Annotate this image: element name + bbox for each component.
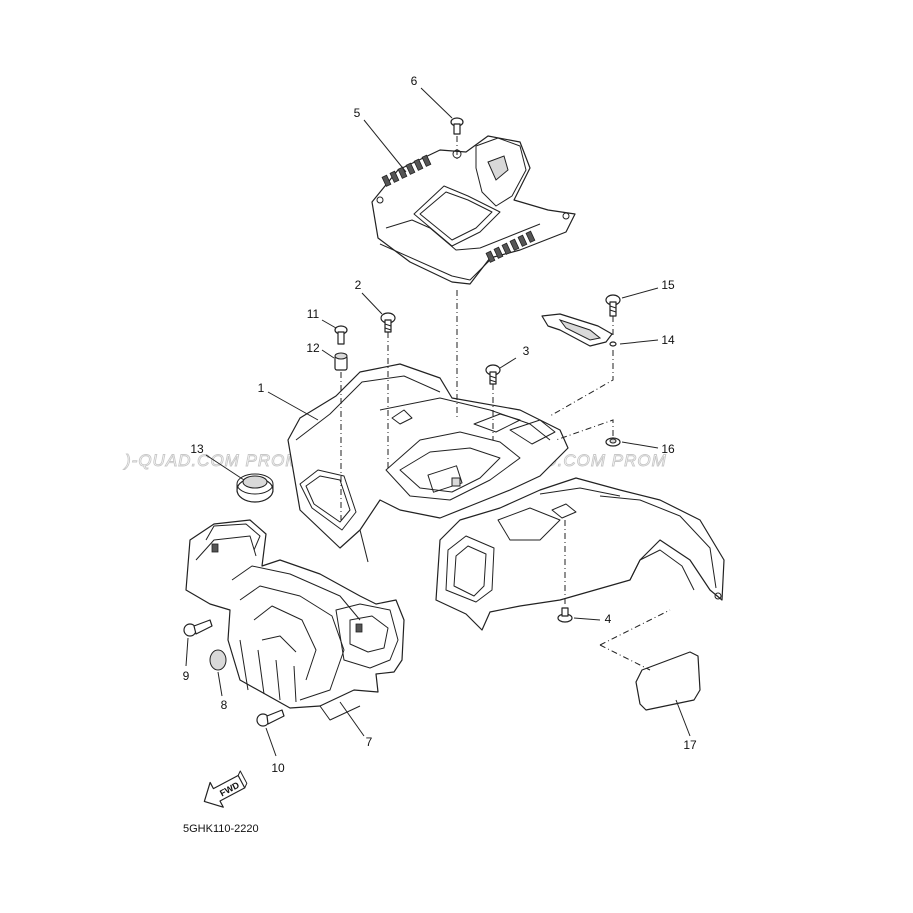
callout-labels: 1 2 3 4 5 6 7 8 9 10 11 12 13 14 15 16 1… bbox=[183, 74, 697, 775]
callout-1: 1 bbox=[258, 381, 265, 395]
part-16-nut[interactable] bbox=[605, 437, 621, 447]
callout-5: 5 bbox=[354, 106, 361, 120]
leader-lines bbox=[185, 87, 691, 757]
part-10-screw[interactable] bbox=[256, 709, 285, 727]
callout-3: 3 bbox=[523, 344, 530, 358]
part-5-vent-slots-left bbox=[381, 154, 432, 187]
part-13-grommet[interactable] bbox=[236, 473, 274, 503]
callout-16: 16 bbox=[661, 442, 675, 456]
part-11-screw[interactable] bbox=[334, 325, 348, 345]
part-1-rear-fender[interactable] bbox=[287, 363, 569, 563]
callout-13: 13 bbox=[190, 442, 204, 456]
part-5-vent-slots-right bbox=[485, 230, 536, 263]
callout-4: 4 bbox=[605, 612, 612, 626]
assembly-lines bbox=[340, 136, 671, 671]
part-12-collar[interactable] bbox=[334, 352, 348, 371]
part-15-bolt[interactable] bbox=[605, 294, 621, 317]
fwd-arrow-icon: FWD bbox=[203, 770, 248, 808]
callout-14: 14 bbox=[661, 333, 675, 347]
callout-8: 8 bbox=[221, 698, 228, 712]
drawing-code: 5GHK110-2220 bbox=[183, 823, 259, 835]
part-9-screw[interactable] bbox=[183, 619, 213, 637]
callout-11: 11 bbox=[307, 307, 320, 321]
callout-2: 2 bbox=[355, 278, 362, 292]
part-17-plate[interactable] bbox=[635, 651, 701, 711]
part-7-front-bracket[interactable] bbox=[185, 519, 405, 721]
callout-10: 10 bbox=[271, 761, 285, 775]
part-3-bolt[interactable] bbox=[485, 364, 501, 385]
part-4-nut[interactable] bbox=[557, 607, 573, 623]
callout-17: 17 bbox=[683, 738, 697, 752]
part-6-screw[interactable] bbox=[450, 117, 464, 135]
callout-12: 12 bbox=[306, 341, 320, 355]
part-5-top-cover[interactable] bbox=[371, 135, 576, 285]
callout-6: 6 bbox=[411, 74, 418, 88]
callout-9: 9 bbox=[183, 669, 190, 683]
part-2-bolt[interactable] bbox=[380, 312, 396, 333]
part-8-clip[interactable] bbox=[209, 649, 227, 671]
part-14-bracket[interactable] bbox=[541, 313, 617, 347]
part-1-rear-fender-right[interactable] bbox=[435, 477, 725, 631]
callout-7: 7 bbox=[366, 735, 373, 749]
callout-15: 15 bbox=[661, 278, 675, 292]
